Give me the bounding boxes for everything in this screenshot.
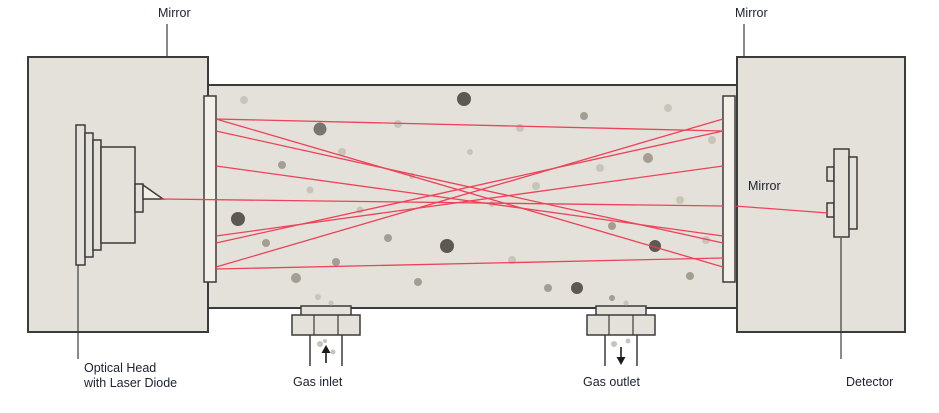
- laser-beam-main: [160, 198, 724, 207]
- gas-outlet-flange: [586, 314, 656, 336]
- gas-outlet-label: Gas outlet: [583, 375, 640, 389]
- gas-outlet-assembly: [586, 305, 656, 366]
- cell-tube: [207, 84, 738, 309]
- mirror-label-top-left: Mirror: [158, 6, 191, 20]
- gas-inlet-flange: [291, 314, 361, 336]
- detector-tab-upper: [826, 166, 835, 182]
- gas-inlet-assembly: [291, 305, 361, 366]
- detector-assembly: [826, 148, 858, 238]
- detector-body: [833, 148, 850, 238]
- optical-head-label-line1: Optical Head: [84, 361, 157, 375]
- optical-head-plate-1: [75, 124, 86, 266]
- laser-diode-triangle: [142, 183, 166, 200]
- optical-head-plate-2: [84, 132, 94, 258]
- right-end-cap: [736, 56, 906, 333]
- optical-head-label-line2: with Laser Diode: [84, 376, 178, 390]
- optical-head-plate-3: [92, 139, 102, 251]
- detector-plate: [848, 156, 858, 230]
- detector-label: Detector: [846, 375, 894, 389]
- optical-head: [75, 124, 166, 266]
- left-mirror: [203, 95, 217, 283]
- detector-tab-lower: [826, 202, 835, 218]
- right-mirror: [722, 95, 736, 283]
- laser-diode-mount: [134, 183, 144, 213]
- mirror-label-top-right: Mirror: [735, 6, 768, 20]
- mirror-label-right: Mirror: [748, 179, 781, 193]
- optical-head-label: Optical Head with Laser Diode: [84, 361, 177, 391]
- laser-beams: [160, 118, 829, 270]
- gas-particles: [231, 92, 716, 355]
- gas-inlet-label: Gas inlet: [293, 375, 343, 389]
- laser-beam-exit: [734, 205, 829, 214]
- optical-head-body: [100, 146, 136, 244]
